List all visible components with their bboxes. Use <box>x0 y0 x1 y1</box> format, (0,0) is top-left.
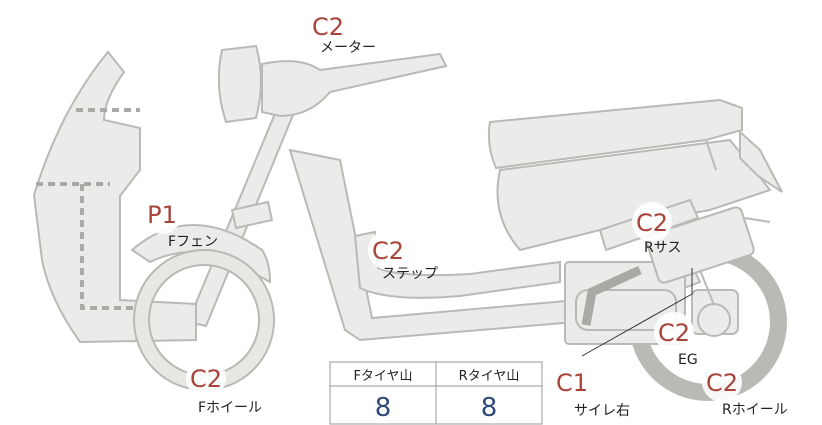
engine-badge: C2 <box>654 312 694 352</box>
front-fender-label: Fフェン <box>168 234 218 250</box>
handlebar-assembly <box>217 44 448 124</box>
tire-side-right-badge: C1 <box>552 362 592 402</box>
leader-line <box>581 268 693 357</box>
rear-body <box>487 98 783 252</box>
step-floor <box>353 230 561 299</box>
rear-wheel-label: Rホイール <box>722 402 788 418</box>
front-tread-value: 8 <box>375 393 392 423</box>
svg-text:C2: C2 <box>190 365 222 393</box>
step-label: ステップ <box>382 266 438 282</box>
front-leg-shield <box>32 50 197 344</box>
rear-wheel-badge: C2 <box>702 362 742 402</box>
rear-suspension-unit <box>598 198 771 337</box>
svg-text:C2: C2 <box>706 369 738 397</box>
svg-text:C2: C2 <box>312 13 344 41</box>
rear-tread-value: 8 <box>481 393 498 423</box>
engine-block <box>564 261 686 345</box>
rear-tread-header: Rタイヤ山 <box>459 369 520 384</box>
front-fork <box>186 90 302 328</box>
meter-label: メーター <box>320 40 376 56</box>
rear-suspension-badge: C2 <box>632 202 672 242</box>
engine-label: EG <box>678 352 698 368</box>
front-tread-header: Fタイヤ山 <box>353 369 412 384</box>
svg-text:P1: P1 <box>147 201 177 229</box>
tire-side-right-label: サイレ右 <box>574 403 630 419</box>
rear-suspension-label: Rサス <box>644 240 681 256</box>
step-badge: C2 <box>368 230 408 270</box>
svg-text:C2: C2 <box>636 209 668 237</box>
svg-text:C1: C1 <box>556 369 588 397</box>
front-fender-badge: P1 <box>142 194 182 234</box>
meter-badge: C2 <box>308 6 348 46</box>
svg-text:C2: C2 <box>372 237 404 265</box>
front-wheel-badge: C2 <box>186 358 226 398</box>
svg-text:C2: C2 <box>658 319 690 347</box>
front-wheel-label: Fホイール <box>198 400 262 416</box>
tire-tread-table: Fタイヤ山 Rタイヤ山 8 8 <box>329 361 543 425</box>
